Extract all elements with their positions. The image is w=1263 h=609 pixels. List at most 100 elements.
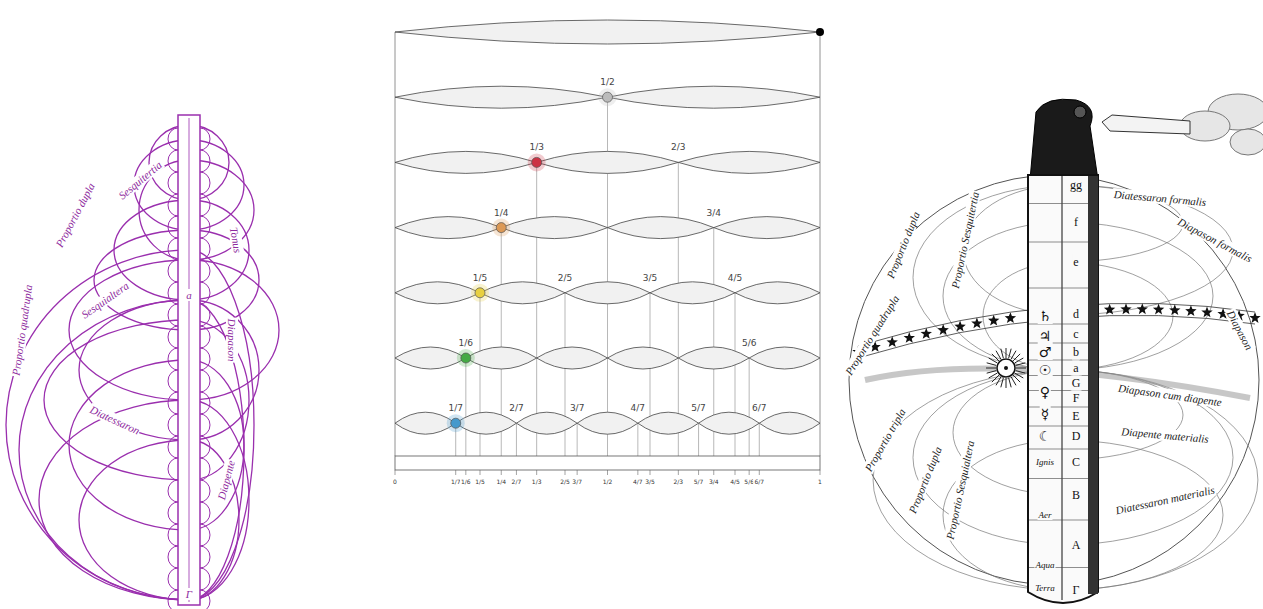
interval-arc	[6, 250, 189, 600]
string-line	[189, 118, 190, 602]
axis-tick	[650, 470, 651, 475]
axis-label: 2/3	[673, 478, 685, 485]
interval-arc	[44, 320, 189, 480]
sun-ray	[992, 375, 999, 382]
small-loop	[200, 590, 210, 609]
small-loop	[168, 238, 178, 260]
sun-ray	[987, 363, 997, 366]
axis-tick	[678, 470, 679, 475]
latin-label: Diatessaron materialis	[1114, 483, 1217, 516]
star	[1120, 303, 1131, 314]
standing-wave-loop	[577, 412, 638, 434]
planet-symbol: ♂	[1038, 344, 1053, 360]
small-loop	[200, 392, 210, 414]
sun-center	[1004, 366, 1008, 370]
node-dot	[461, 353, 471, 363]
fraction-label: 3/5	[642, 273, 658, 283]
latin-label: Proportio tripla	[862, 406, 908, 475]
fraction-label: 4/7	[630, 403, 646, 413]
small-loop	[200, 282, 210, 304]
standing-wave-loop	[395, 347, 466, 369]
note-letter: a	[185, 289, 193, 301]
sun-ray	[996, 351, 1001, 360]
planet-symbol: ♀	[1039, 384, 1051, 400]
axis-label: 1/5	[474, 478, 486, 485]
fraction-label: 3/4	[706, 208, 722, 218]
star	[1104, 304, 1115, 315]
standing-wave-loop	[638, 412, 699, 434]
star	[1201, 306, 1212, 317]
end-dot	[816, 28, 824, 36]
small-loop	[168, 590, 178, 609]
frame-line	[395, 32, 396, 456]
star	[938, 324, 949, 335]
latin-label: Proportio dupla	[906, 444, 944, 516]
small-loop	[200, 216, 210, 238]
latin-label: Diatessaron formalis	[1112, 188, 1207, 208]
small-loop	[168, 502, 178, 524]
star	[971, 318, 982, 329]
small-loop	[168, 524, 178, 546]
small-loop	[168, 568, 178, 590]
division-line	[1029, 407, 1088, 408]
star	[1169, 304, 1180, 315]
element-name: Terra	[1034, 583, 1056, 593]
latin-label: Proportio quadrupla	[10, 283, 35, 377]
small-loop	[168, 414, 178, 436]
interval-arc	[39, 400, 189, 600]
division-line	[1029, 449, 1088, 450]
division-line	[1029, 426, 1088, 427]
small-loop	[200, 326, 210, 348]
fraction-label: 5/7	[690, 403, 706, 413]
small-loop	[200, 546, 210, 568]
sun-ray	[987, 371, 997, 374]
sun-ray	[1009, 378, 1012, 388]
string-bar	[395, 456, 820, 470]
node-line	[637, 423, 638, 456]
node-line	[759, 423, 760, 456]
small-loop	[200, 436, 210, 458]
axis-tick	[713, 470, 714, 475]
axis-tick	[759, 470, 760, 475]
axis-tick	[536, 470, 537, 475]
latin-label: Diatessaron	[87, 403, 142, 437]
star	[1249, 312, 1260, 323]
standing-wave-loop	[395, 282, 480, 304]
instrument-neck	[1030, 99, 1098, 180]
star	[954, 321, 965, 332]
latin-label: Proportio dupla	[53, 180, 98, 250]
fraction-label: 6/7	[751, 403, 767, 413]
latin-label: Sesquialtera	[78, 279, 132, 322]
axis-label: 6/7	[753, 478, 765, 485]
small-loop	[200, 260, 210, 282]
interval-arc	[19, 300, 189, 600]
axis-tick	[749, 470, 750, 475]
small-loop	[168, 128, 178, 150]
standing-wave-loop	[480, 282, 565, 304]
node-halo	[447, 414, 465, 432]
interval-arc	[69, 360, 189, 530]
axis-label: 1/2	[602, 478, 614, 485]
note-letter: Γ	[1072, 583, 1081, 598]
sun-ray	[1013, 375, 1020, 382]
sun-ray	[1015, 373, 1024, 378]
standing-wave-loop	[395, 151, 537, 173]
small-loop	[200, 414, 210, 436]
axis-tick	[480, 470, 481, 475]
instrument-body	[1028, 175, 1098, 603]
axis-label: 2/7	[511, 478, 523, 485]
frame-line	[820, 32, 821, 456]
standing-wave-loop	[395, 86, 608, 108]
star	[1153, 304, 1164, 315]
small-loop	[168, 458, 178, 480]
standing-wave-loop	[537, 347, 608, 369]
axis-label: 1/6	[460, 478, 472, 485]
latin-label: Proportio quadrupla	[842, 292, 902, 378]
small-loop	[168, 436, 178, 458]
axis-label: 5/7	[693, 478, 705, 485]
sun-ray	[1009, 349, 1012, 359]
sun-ray	[1016, 371, 1026, 374]
axis-tick	[565, 470, 566, 475]
sun-ray	[1016, 368, 1026, 369]
star	[1005, 312, 1016, 323]
